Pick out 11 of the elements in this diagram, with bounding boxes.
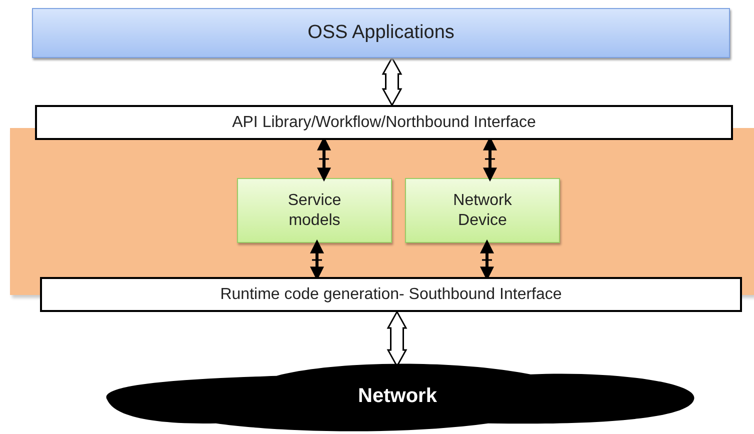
module-box bbox=[405, 178, 560, 243]
interface-bar bbox=[35, 105, 733, 140]
application-bar bbox=[32, 8, 730, 58]
module-box bbox=[237, 178, 392, 243]
box-label: Runtime code generation- Southbound Interface bbox=[220, 286, 562, 304]
box-label: Service models bbox=[286, 190, 342, 230]
box-label: OSS Applications bbox=[308, 22, 454, 44]
cloud-label: Network bbox=[358, 384, 437, 408]
interface-bar bbox=[40, 277, 742, 312]
box-label: API Library/Workflow/Northbound Interface bbox=[232, 114, 536, 132]
box-label: Network Device bbox=[452, 190, 513, 230]
